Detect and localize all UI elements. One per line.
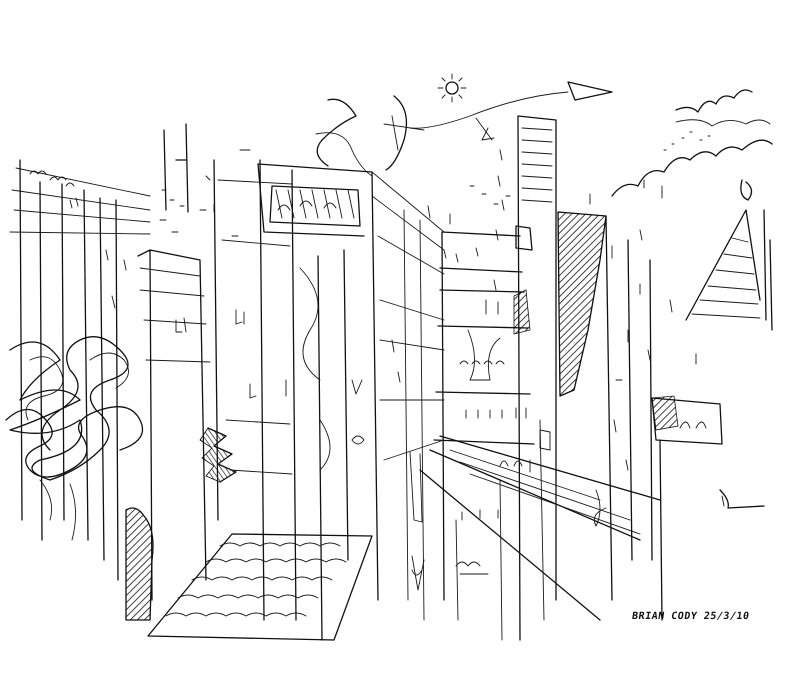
vertical-lines-sketch [403,209,551,641]
people-marks-sketch [175,205,725,575]
hatched-block-left-sketch [125,507,154,621]
plaza-lines-sketch [419,435,661,621]
hatched-right-building-sketch [557,211,653,601]
left-tower-sketch [9,159,151,581]
scatter-dashes-sketch [199,149,663,473]
tree-scribble-sketch [5,336,144,541]
dish-sketch [315,95,425,177]
central-building-sketch [257,163,379,641]
sun-sketch [437,73,467,103]
striped-cone-sketch [685,179,773,331]
stacked-floors-sketch [433,225,535,601]
artist-signature: BRIAN CODY 25/3/10 [631,611,751,622]
mid-left-buildings-sketch [137,123,297,621]
tall-tower-sketch [495,115,557,641]
sign-right-sketch [651,395,765,621]
clouds-sketch [611,89,773,197]
zigzag-sketch [199,427,237,483]
kite-sketch [409,81,613,141]
perspective-lines-sketch [371,171,445,461]
pool-sketch [147,533,373,641]
